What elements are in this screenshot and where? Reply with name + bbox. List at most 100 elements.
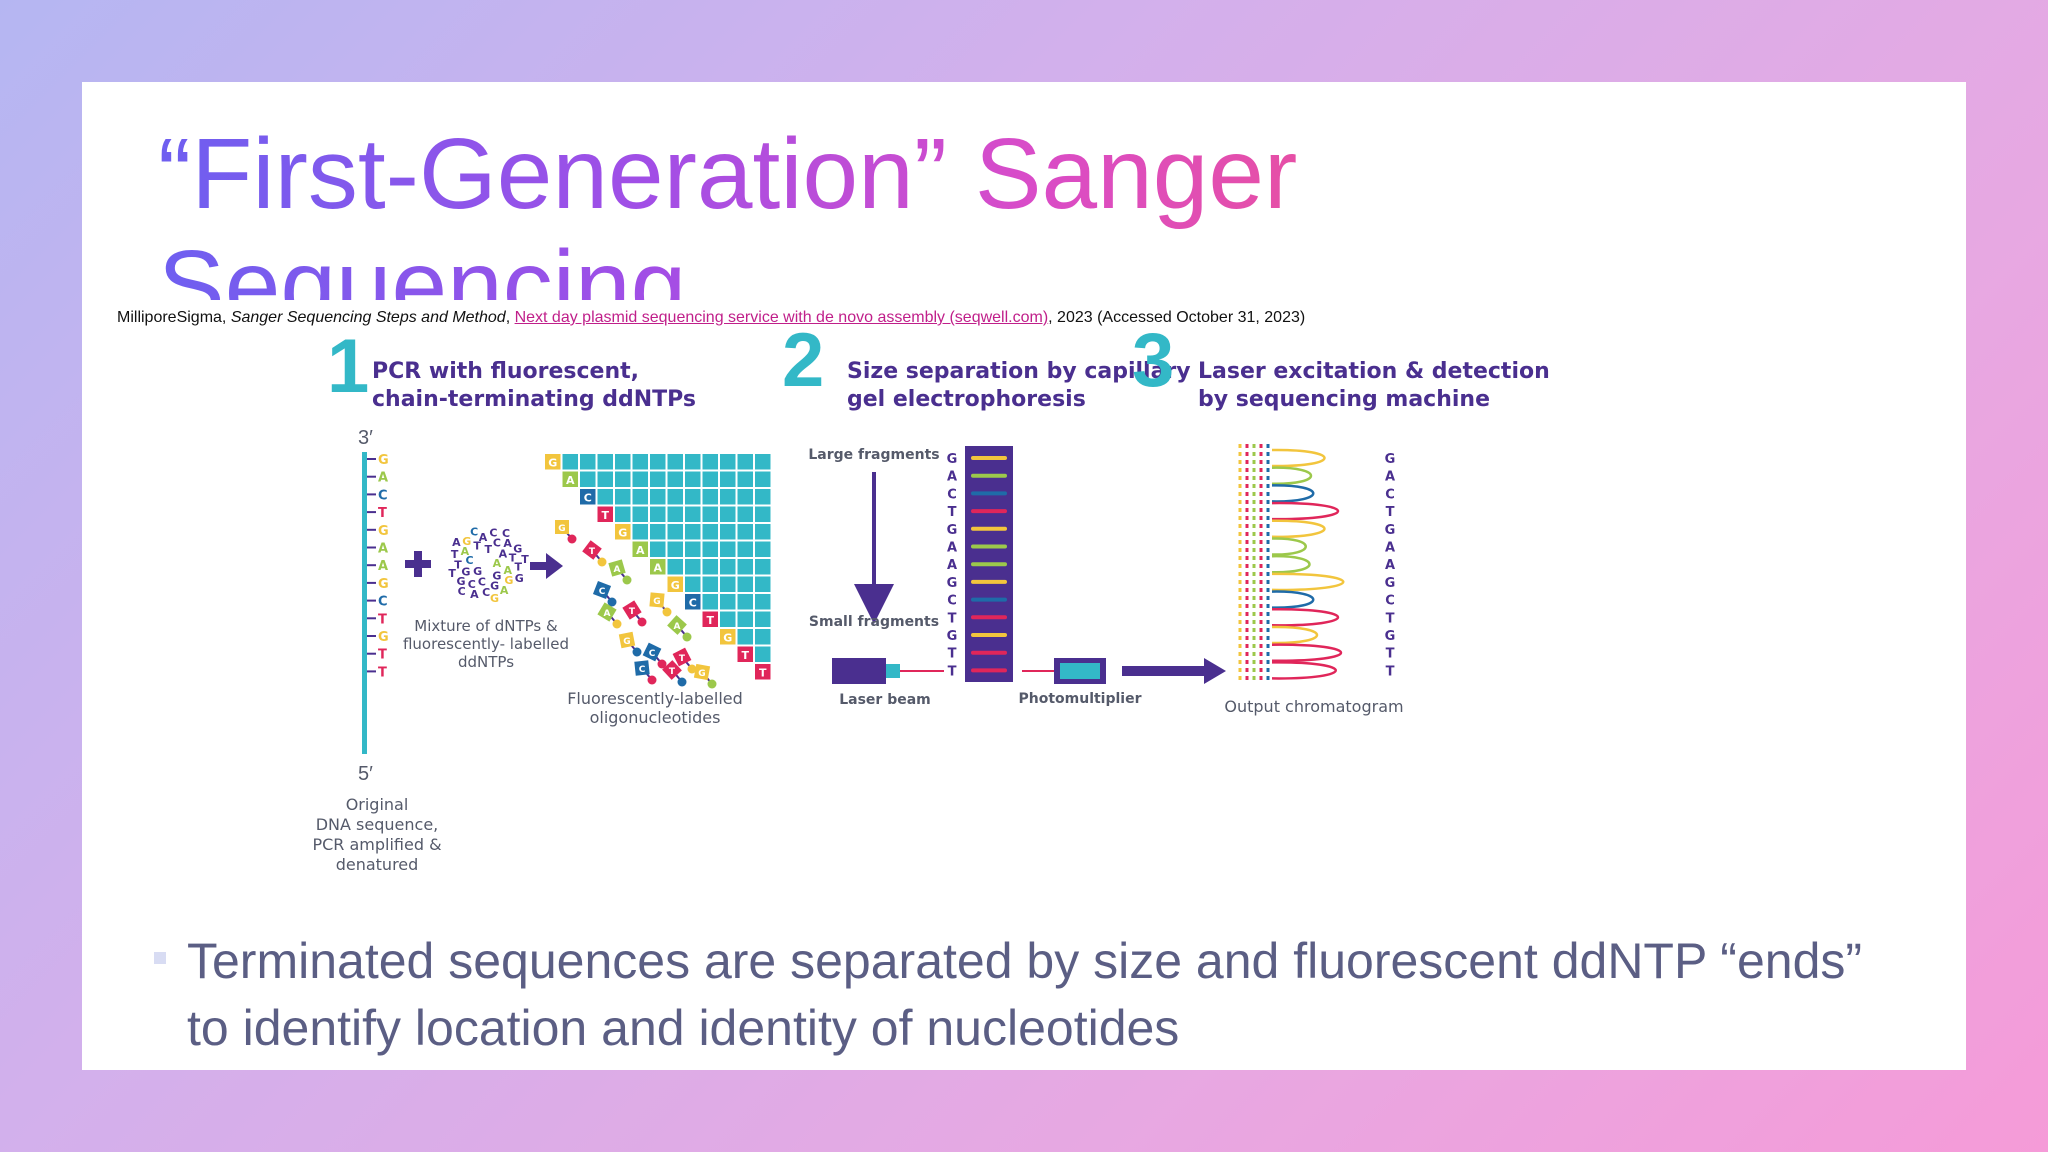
oligo-tip-base: A bbox=[674, 622, 681, 632]
staircase-cell bbox=[702, 489, 718, 505]
oligo-tip bbox=[555, 520, 569, 534]
staircase-cell bbox=[562, 454, 578, 470]
chromatogram-base: C bbox=[1385, 594, 1395, 609]
oligo-tip bbox=[597, 602, 617, 622]
gel-base: T bbox=[948, 664, 957, 679]
template-strand bbox=[362, 452, 367, 754]
chromatogram-peak bbox=[1271, 484, 1315, 503]
citation-link[interactable]: Next day plasmid sequencing service with… bbox=[514, 309, 1049, 326]
oligo-node bbox=[637, 617, 647, 627]
staircase-cell bbox=[667, 559, 683, 575]
staircase-cell bbox=[720, 454, 736, 470]
photomultiplier-label: Photomultiplier bbox=[1018, 691, 1141, 707]
gel-band bbox=[971, 509, 1007, 514]
template-base: A bbox=[378, 542, 388, 557]
staircase-cell bbox=[755, 524, 771, 540]
staircase-tip-base: A bbox=[653, 561, 662, 574]
mixture-base: C bbox=[466, 554, 474, 567]
staircase-cell bbox=[737, 629, 753, 645]
chromatogram-peak bbox=[1271, 590, 1315, 609]
staircase-cell bbox=[615, 489, 631, 505]
staircase-tip bbox=[702, 611, 718, 627]
chromatogram-peaks bbox=[1271, 448, 1345, 680]
gel-base: G bbox=[947, 452, 958, 467]
step2-heading-line1: Size separation by capillary bbox=[847, 359, 1191, 384]
mixture-base: A bbox=[452, 536, 461, 549]
staircase-cell bbox=[650, 489, 666, 505]
staircase-tip bbox=[755, 664, 771, 680]
plus-icon bbox=[405, 551, 431, 577]
chromatogram-peak bbox=[1271, 625, 1319, 645]
staircase-cell bbox=[755, 629, 771, 645]
chromatogram-peak bbox=[1271, 661, 1337, 680]
gel-band bbox=[971, 544, 1007, 549]
output-chromatogram-label: Output chromatogram bbox=[1224, 697, 1403, 716]
template-base: G bbox=[378, 577, 389, 592]
staircase-tip bbox=[597, 506, 613, 522]
photomultiplier-icon bbox=[1054, 658, 1106, 684]
right-arrow-icon bbox=[530, 553, 563, 579]
template-base: T bbox=[378, 648, 387, 663]
template-base: A bbox=[378, 471, 388, 486]
staircase-cell bbox=[737, 506, 753, 522]
staircase-cell bbox=[667, 471, 683, 487]
chromatogram-base: G bbox=[1385, 523, 1396, 538]
gel-base: T bbox=[948, 611, 957, 626]
oligo-node bbox=[662, 607, 672, 617]
mixture-base: G bbox=[461, 565, 470, 578]
chromatogram-base: A bbox=[1385, 558, 1395, 573]
gel-band bbox=[971, 473, 1007, 478]
staircase-tip bbox=[632, 541, 648, 557]
oligo-node bbox=[682, 632, 692, 642]
staircase-cell bbox=[650, 524, 666, 540]
original-label-line4: denatured bbox=[336, 855, 419, 874]
staircase-cell bbox=[720, 471, 736, 487]
step1-heading-line1: PCR with fluorescent, bbox=[372, 359, 639, 384]
staircase-tip-base: T bbox=[706, 614, 714, 627]
staircase-cell bbox=[755, 489, 771, 505]
staircase-cell bbox=[702, 576, 718, 592]
sanger-figure: 1 PCR with fluorescent, chain-terminatin… bbox=[312, 322, 1549, 874]
step3-heading-line2: by sequencing machine bbox=[1198, 387, 1490, 412]
staircase-cell bbox=[755, 506, 771, 522]
staircase-cell bbox=[615, 454, 631, 470]
chromatogram-base: T bbox=[1386, 611, 1395, 626]
staircase-tip bbox=[650, 559, 666, 575]
mixture-base: T bbox=[454, 559, 462, 572]
mixture-base: A bbox=[493, 557, 502, 570]
template-base: T bbox=[378, 506, 387, 521]
staircase-cell bbox=[685, 576, 701, 592]
mixture-base: G bbox=[504, 574, 513, 587]
staircase-cell bbox=[737, 471, 753, 487]
staircase-tip bbox=[580, 489, 596, 505]
mixture-base: T bbox=[473, 539, 481, 552]
staircase-cell bbox=[755, 559, 771, 575]
staircase-cell bbox=[685, 524, 701, 540]
oligo-node bbox=[597, 557, 607, 567]
original-label-line3: PCR amplified & bbox=[312, 835, 441, 854]
mixture-base: A bbox=[470, 588, 479, 601]
staircase-cell bbox=[650, 454, 666, 470]
mixture-base: C bbox=[470, 526, 478, 539]
staircase-cell bbox=[685, 471, 701, 487]
mixture-base: T bbox=[515, 560, 523, 573]
chromatogram-lanes bbox=[1238, 444, 1270, 684]
oligo-tip-base: C bbox=[639, 665, 646, 675]
oligo-node bbox=[622, 575, 632, 585]
chromatogram-peak bbox=[1271, 501, 1340, 521]
staircase-tip-base: T bbox=[759, 666, 767, 679]
staircase-cell bbox=[632, 454, 648, 470]
template-base: A bbox=[378, 559, 388, 574]
mixture-base: A bbox=[503, 537, 512, 550]
oligo-tip-base: T bbox=[669, 667, 676, 677]
mixture-base: G bbox=[492, 569, 501, 582]
gel-band bbox=[971, 668, 1007, 673]
staircase-cell bbox=[650, 506, 666, 522]
original-label-line2: DNA sequence, bbox=[316, 815, 439, 834]
oligo-tip bbox=[672, 647, 692, 667]
staircase-cell bbox=[667, 454, 683, 470]
gel-base: G bbox=[947, 523, 958, 538]
gel-band bbox=[971, 562, 1007, 567]
laser-icon bbox=[832, 658, 944, 684]
